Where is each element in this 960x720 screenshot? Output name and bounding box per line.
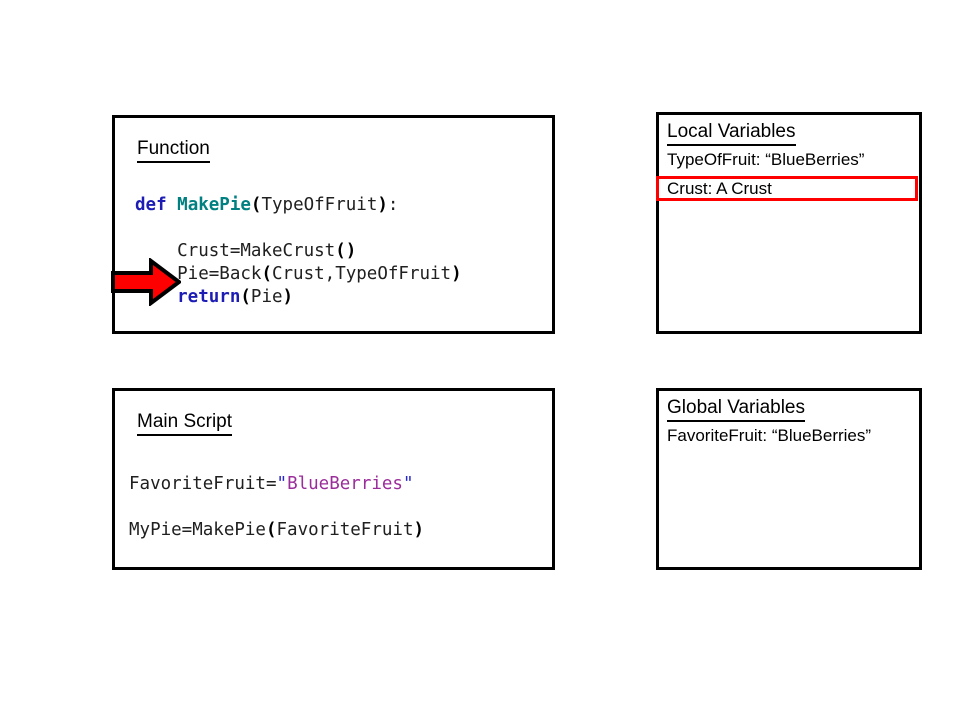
code-line: Crust=MakeCrust() — [135, 240, 462, 263]
local-variables-panel: Local Variables TypeOfFruit: “BlueBerrie… — [656, 112, 922, 334]
code-token-plain: FavoriteFruit= — [129, 474, 277, 494]
right-arrow-icon — [111, 257, 183, 307]
function-code-block: def MakePie(TypeOfFruit): Crust=MakeCrus… — [135, 194, 462, 309]
code-token-paren: ( — [240, 287, 251, 307]
code-token-kw: def — [135, 195, 178, 215]
code-token-paren: () — [335, 241, 357, 261]
code-token-plain: Crust=MakeCrust — [135, 241, 336, 261]
code-token-plain: FavoriteFruit — [276, 520, 414, 540]
function-panel-heading-label: Function — [137, 138, 210, 163]
code-token-plain: Pie=Back — [135, 264, 262, 284]
code-token-paren: ( — [265, 520, 277, 540]
code-line: MyPie=MakePie(FavoriteFruit) — [129, 519, 424, 542]
main-script-panel-heading: Main Script — [137, 411, 233, 436]
code-line — [135, 217, 462, 240]
code-token-paren: ) — [282, 287, 294, 307]
local-variable-row-highlighted: Crust: A Crust — [656, 176, 918, 201]
code-line: Pie=Back(Crust,TypeOfFruit) — [135, 263, 462, 286]
global-variables-heading-label: Global Variables — [667, 397, 806, 422]
local-variable-row: TypeOfFruit: “BlueBerries” — [667, 150, 865, 169]
global-variables-panel: Global Variables FavoriteFruit: “BlueBer… — [656, 388, 922, 570]
main-script-code-block: FavoriteFruit="BlueBerries" MyPie=MakePi… — [129, 473, 424, 542]
global-variable-row: FavoriteFruit: “BlueBerries” — [667, 426, 872, 445]
code-token-quote: " — [276, 474, 288, 494]
main-script-panel-heading-label: Main Script — [137, 411, 233, 436]
code-token-plain: Crust,TypeOfFruit — [271, 264, 452, 284]
code-line: FavoriteFruit="BlueBerries" — [129, 473, 424, 496]
local-variables-heading-label: Local Variables — [667, 121, 796, 146]
code-token-fn: MakePie — [177, 195, 251, 215]
code-line: def MakePie(TypeOfFruit): — [135, 194, 462, 217]
function-panel: Function def MakePie(TypeOfFruit): Crust… — [112, 115, 555, 334]
local-variables-heading: Local Variables — [667, 121, 796, 146]
function-panel-heading: Function — [137, 138, 210, 163]
code-token-kw: return — [135, 287, 241, 307]
code-token-plain: : — [387, 195, 399, 215]
code-token-str: BlueBerries — [287, 474, 403, 494]
code-token-plain: MyPie=MakePie — [129, 520, 266, 540]
main-script-panel: Main Script FavoriteFruit="BlueBerries" … — [112, 388, 555, 570]
code-token-paren: ) — [413, 520, 425, 540]
code-token-plain: TypeOfFruit — [261, 195, 378, 215]
code-token-paren: ) — [377, 195, 388, 215]
code-token-quote: " — [402, 474, 414, 494]
code-line: return(Pie) — [135, 286, 462, 309]
code-line — [129, 496, 424, 519]
code-token-paren: ( — [261, 264, 272, 284]
code-token-paren: ) — [451, 264, 462, 284]
code-token-plain: Pie — [250, 287, 283, 307]
code-token-paren: ( — [250, 195, 262, 215]
global-variables-heading: Global Variables — [667, 397, 806, 422]
